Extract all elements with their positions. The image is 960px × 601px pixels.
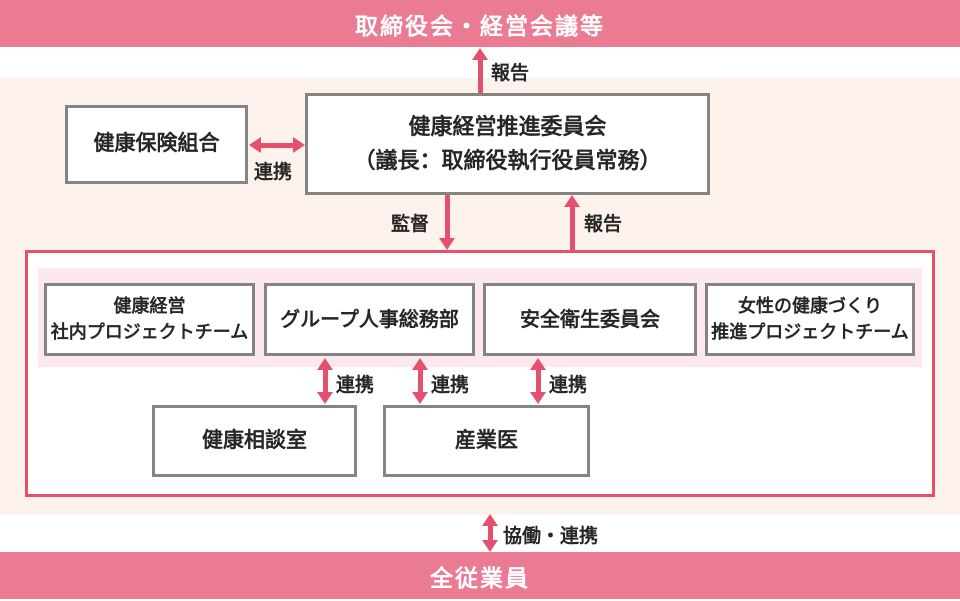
internal-project-team-box: 健康経営 社内プロジェクトチーム xyxy=(44,283,255,356)
arrow-shaft xyxy=(569,205,575,250)
arrow-shaft xyxy=(258,142,296,148)
arrow-head-down-icon xyxy=(530,392,546,404)
arrow-shaft xyxy=(477,58,483,93)
womens-health-project-team-line1: 女性の健康づくり xyxy=(738,296,882,317)
promotion-committee-title: 健康経営推進委員会 xyxy=(408,113,607,139)
promotion-committee-box: 健康経営推進委員会 （議長：取締役執行役員常務） xyxy=(305,93,710,195)
cooperation-arrow-3 xyxy=(530,358,546,404)
supervision-arrow xyxy=(439,195,455,250)
promotion-committee-chair: （議長：取締役執行役員常務） xyxy=(353,148,662,173)
occupational-physician-box: 産業医 xyxy=(383,405,590,477)
safety-health-committee-box: 安全衛生委員会 xyxy=(483,283,697,356)
arrow-head-down-icon xyxy=(412,392,428,404)
arrow-head-down-icon xyxy=(317,392,333,404)
internal-project-team-line2: 社内プロジェクトチーム xyxy=(50,321,249,342)
occupational-physician-label: 産業医 xyxy=(455,428,518,452)
arrow-head-down-icon xyxy=(482,540,498,552)
cooperation-arrow-2 xyxy=(412,358,428,404)
arrow-head-right-icon xyxy=(293,137,305,153)
womens-health-project-team-box: 女性の健康づくり 推進プロジェクトチーム xyxy=(705,283,915,356)
collaboration-arrow xyxy=(482,514,498,552)
arrow-head-up-icon xyxy=(317,358,333,370)
arrow-head-up-icon xyxy=(412,358,428,370)
health-consultation-room-label: 健康相談室 xyxy=(202,428,307,452)
cooperation-label-3: 連携 xyxy=(549,375,588,396)
arrow-shaft xyxy=(535,367,541,395)
arrow-head-up-icon xyxy=(482,514,498,526)
arrow-head-up-icon xyxy=(472,48,488,60)
insurance-cooperation-arrow xyxy=(249,137,305,153)
insurance-cooperation-label: 連携 xyxy=(254,162,293,183)
internal-project-team-line1: 健康経営 xyxy=(113,296,186,317)
board-banner-label: 取締役会・経営会議等 xyxy=(355,12,605,39)
safety-health-committee-label: 安全衛生委員会 xyxy=(520,308,660,331)
all-employees-banner: 全従業員 xyxy=(0,552,960,599)
cooperation-label-2: 連携 xyxy=(431,375,470,396)
insurance-association-box: 健康保険組合 xyxy=(65,105,248,184)
board-banner: 取締役会・経営会議等 xyxy=(0,0,960,47)
all-employees-banner-label: 全従業員 xyxy=(430,564,530,591)
cooperation-label-1: 連携 xyxy=(336,375,375,396)
arrow-shaft xyxy=(444,195,450,240)
report-to-board-label: 報告 xyxy=(491,63,530,84)
supervision-label: 監督 xyxy=(391,214,430,235)
report-up-arrow xyxy=(564,195,580,250)
arrow-shaft xyxy=(487,523,493,543)
collaboration-label: 協働・連携 xyxy=(503,526,599,547)
insurance-association-label: 健康保険組合 xyxy=(93,132,220,156)
arrow-shaft xyxy=(322,367,328,395)
report-up-label: 報告 xyxy=(584,214,623,235)
arrow-head-left-icon xyxy=(249,137,261,153)
arrow-head-up-icon xyxy=(564,195,580,207)
arrow-head-up-icon xyxy=(530,358,546,370)
arrow-head-down-icon xyxy=(439,238,455,250)
group-hr-general-affairs-box: グループ人事総務部 xyxy=(264,283,475,356)
womens-health-project-team-line2: 推進プロジェクトチーム xyxy=(711,321,909,342)
cooperation-arrow-1 xyxy=(317,358,333,404)
health-consultation-room-box: 健康相談室 xyxy=(152,405,357,477)
group-hr-general-affairs-label: グループ人事総務部 xyxy=(280,308,459,331)
arrow-shaft xyxy=(417,367,423,395)
report-to-board-arrow xyxy=(472,48,488,93)
